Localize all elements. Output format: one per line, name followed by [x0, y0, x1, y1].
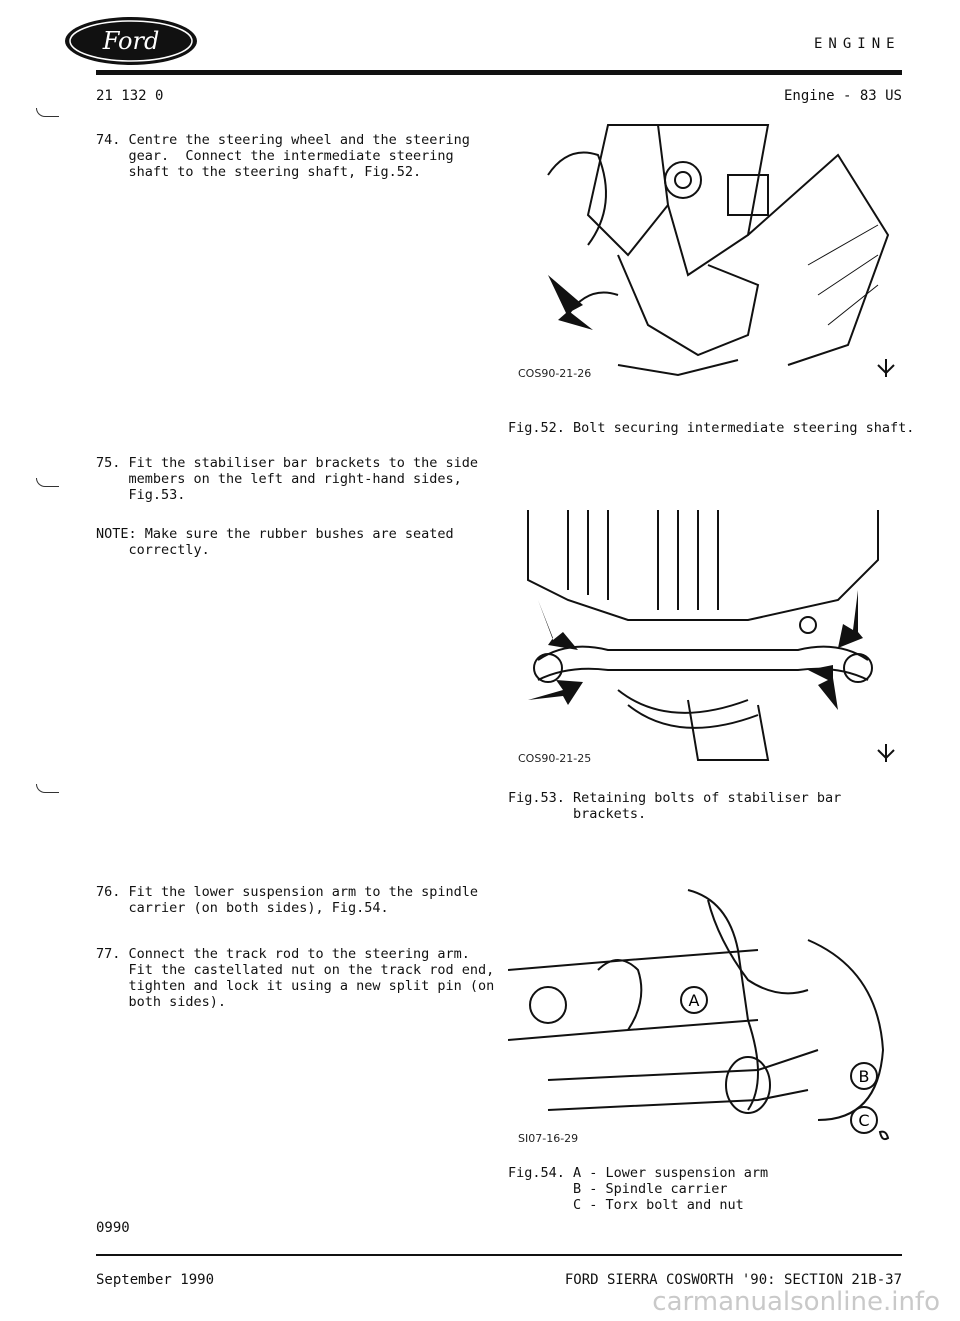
figure-54-callout-a: A — [680, 986, 708, 1014]
footer-date: September 1990 — [96, 1272, 215, 1288]
figure-53-caption: Fig.53. Retaining bolts of stabiliser ba… — [508, 790, 842, 822]
header-rule — [96, 70, 902, 75]
watermark: carmanualsonline.info — [652, 1287, 940, 1317]
svg-text:C: C — [858, 1111, 869, 1130]
figure-52-illustration: COS90-21-26 — [508, 115, 898, 385]
figure-54-caption: Fig.54. A - Lower suspension arm B - Spi… — [508, 1165, 769, 1213]
figure-52-code: COS90-21-26 — [518, 367, 591, 380]
margin-mark — [36, 784, 59, 793]
margin-mark — [36, 478, 59, 487]
ford-logo: Ford — [65, 17, 197, 65]
step-76: 76. Fit the lower suspension arm to the … — [96, 884, 479, 916]
figure-54-callout-c: C — [850, 1106, 878, 1134]
step-75: 75. Fit the stabiliser bar brackets to t… — [96, 455, 479, 503]
margin-mark — [36, 108, 59, 117]
footer-reference: FORD SIERRA COSWORTH '90: SECTION 21B-37 — [564, 1272, 902, 1288]
ford-logo-text: Ford — [102, 27, 160, 55]
svg-text:A: A — [689, 991, 700, 1010]
engine-label: Engine - 83 US — [783, 88, 902, 104]
figure-53-code: COS90-21-25 — [518, 752, 591, 765]
figure-54-illustration: A B C SI07-16-29 — [508, 880, 898, 1150]
figure-54-code: SI07-16-29 — [518, 1132, 578, 1145]
figure-52-caption: Fig.52. Bolt securing intermediate steer… — [508, 420, 915, 436]
note: NOTE: Make sure the rubber bushes are se… — [96, 526, 454, 558]
step-77: 77. Connect the track rod to the steerin… — [96, 946, 495, 1010]
page-code: 0990 — [96, 1220, 130, 1236]
figure-54-callout-b: B — [850, 1062, 878, 1090]
figure-53-illustration: COS90-21-25 — [508, 500, 898, 770]
svg-text:B: B — [859, 1067, 870, 1086]
document-number: 21 132 0 — [96, 88, 164, 104]
section-title: ENGINE — [814, 36, 901, 52]
step-74: 74. Centre the steering wheel and the st… — [96, 132, 470, 180]
footer-rule — [96, 1254, 902, 1256]
